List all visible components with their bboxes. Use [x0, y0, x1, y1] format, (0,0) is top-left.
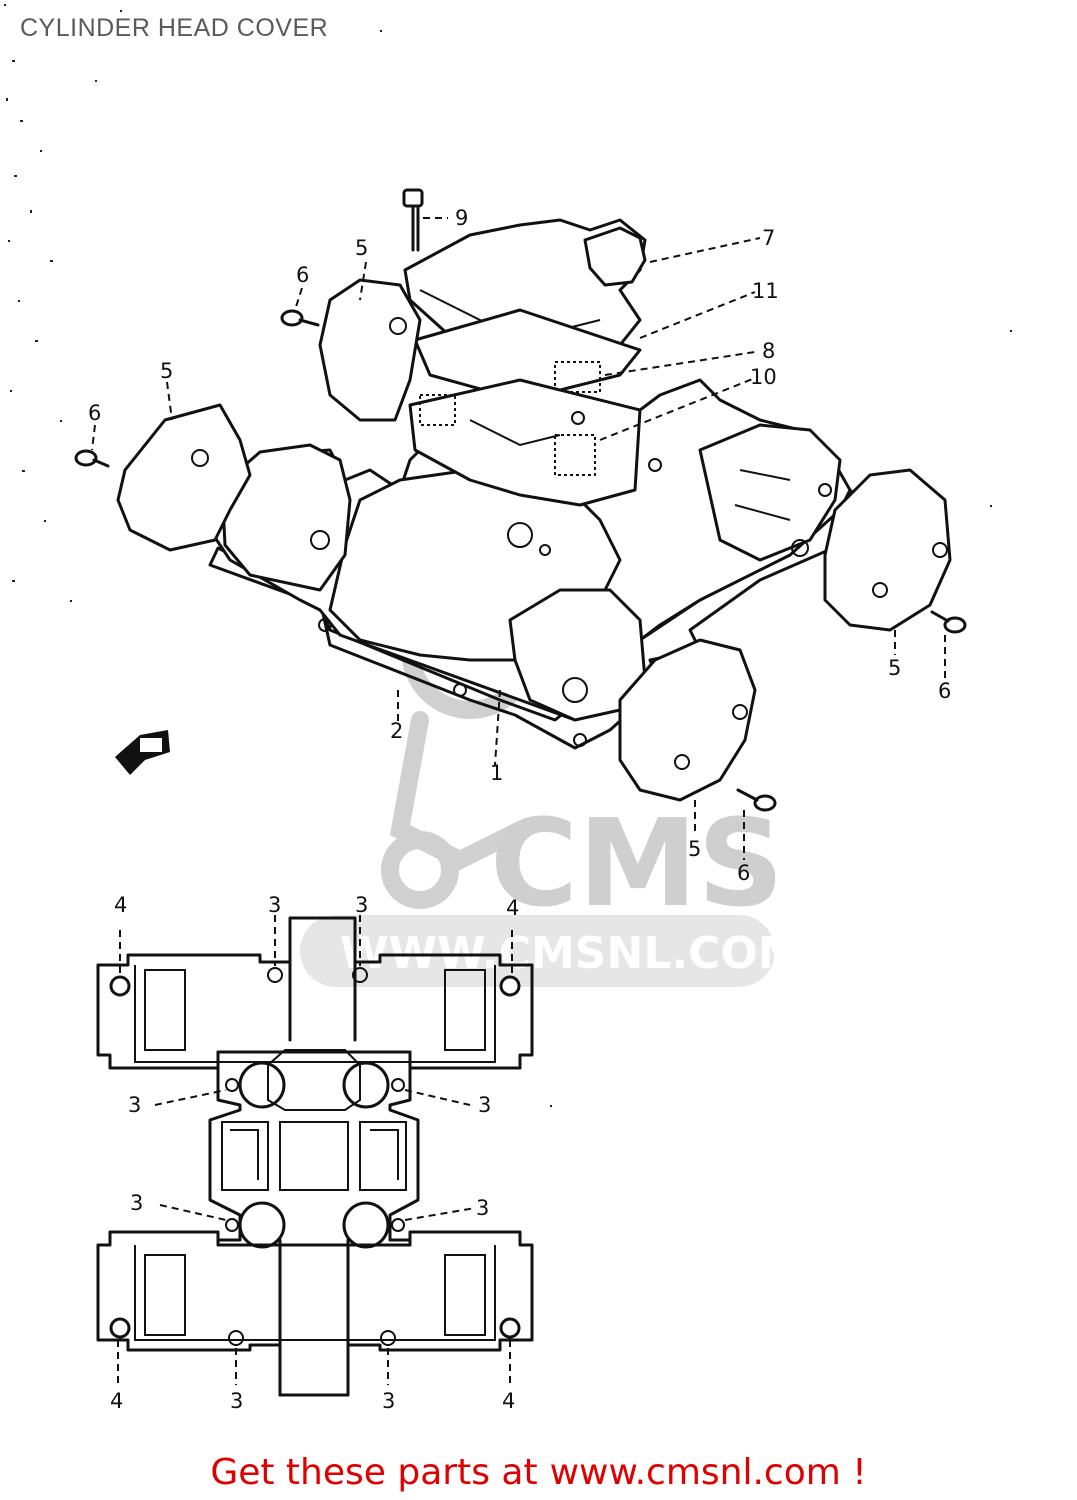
callout-9: 9 — [455, 206, 468, 230]
callout-5-front-right: 5 — [688, 837, 701, 861]
exploded-leaders — [91, 217, 946, 860]
mesh-filter-lower — [554, 434, 596, 476]
callout-5-rear-right: 5 — [888, 656, 901, 680]
plan-leaders — [117, 915, 513, 1385]
plan-callout-4-bottom-left: 4 — [110, 1389, 123, 1413]
end-cap-left-front — [116, 403, 252, 552]
right-cam-lobe — [698, 423, 842, 562]
screw-6-a — [280, 309, 320, 327]
callout-6-front-left: 6 — [88, 401, 101, 425]
cover-gasket — [208, 488, 862, 750]
end-cap-left-rear — [318, 278, 422, 422]
callout-1: 1 — [490, 761, 503, 785]
plan-callout-3-bottom-left: 3 — [230, 1389, 243, 1413]
separator-plate-lower — [408, 378, 642, 507]
plan-callout-4-bottom-right: 4 — [502, 1389, 515, 1413]
page-title: CYLINDER HEAD COVER — [20, 14, 329, 42]
plan-callout-3-top-left: 3 — [268, 893, 281, 917]
plan-callout-3-bottom-right: 3 — [382, 1389, 395, 1413]
callout-8: 8 — [762, 339, 775, 363]
separator-plate-upper — [413, 308, 642, 402]
callout-7: 7 — [762, 226, 775, 250]
screw-6-d — [736, 788, 777, 812]
callout-2: 2 — [390, 719, 403, 743]
callout-6-front-right: 6 — [737, 861, 750, 885]
callout-5-front-left: 5 — [160, 359, 173, 383]
callout-10: 10 — [750, 365, 777, 389]
plan-callout-3-mid-right-lower: 3 — [476, 1196, 489, 1220]
plan-callout-4-top-right: 4 — [506, 896, 519, 920]
forward-arrow-tag — [115, 730, 170, 775]
watermark-url-pill — [300, 915, 775, 987]
screw-6-c — [930, 610, 967, 634]
plan-callout-3-mid-left-upper: 3 — [128, 1093, 141, 1117]
mesh-filter — [554, 361, 601, 393]
end-cap-right-rear — [823, 468, 952, 632]
plan-bottom-flange — [96, 1230, 534, 1397]
exploded-view: 9 7 5 6 11 8 10 5 6 2 1 5 6 5 6 — [74, 188, 967, 885]
plan-callout-4-top-left: 4 — [114, 893, 127, 917]
gasket-plan-view: 4 3 3 4 3 3 3 3 4 3 3 4 — [96, 893, 534, 1413]
screw-6-b — [74, 449, 110, 468]
footer-cta-prefix: Get these parts at — [210, 1452, 538, 1493]
watermark-logo: CMS — [490, 795, 784, 934]
scan-noise — [4, 4, 1012, 1107]
footer-cta-link[interactable]: www.cmsnl.com ! — [549, 1452, 867, 1493]
footer-cta[interactable]: Get these parts at www.cmsnl.com ! — [0, 1452, 1077, 1493]
callout-6-rear-right: 6 — [938, 679, 951, 703]
end-cap-right-front — [618, 638, 757, 802]
plan-callout-3-top-right: 3 — [355, 893, 368, 917]
callout-6-rear-left: 6 — [296, 263, 309, 287]
cover-bolt-holes — [318, 458, 832, 747]
breather-nipple — [583, 226, 647, 287]
plan-center-spine — [278, 960, 357, 1397]
bolt-9 — [402, 188, 424, 252]
left-cam-lobe — [220, 443, 352, 592]
callout-11: 11 — [752, 279, 779, 303]
plan-callout-3-mid-right-upper: 3 — [478, 1093, 491, 1117]
callout-5-rear-left: 5 — [355, 236, 368, 260]
plan-callout-3-mid-left-lower: 3 — [130, 1191, 143, 1215]
plan-bolt-holes — [109, 967, 521, 1346]
